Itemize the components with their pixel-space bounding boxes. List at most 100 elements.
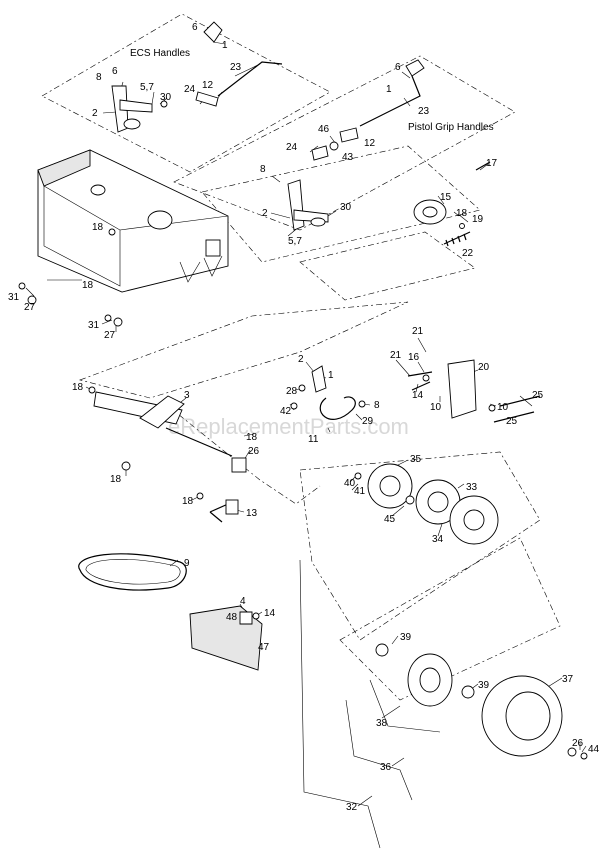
idler-spring-coil <box>443 231 471 247</box>
callout-label: 6 <box>112 66 118 77</box>
callout-label: 8 <box>374 400 380 411</box>
control-pivot-box <box>201 145 481 263</box>
carriage-bolt-lower <box>493 411 535 423</box>
callout-label: 24 <box>286 142 298 153</box>
bell-crank-arm <box>311 365 327 393</box>
pistol-rod-connector <box>311 145 329 161</box>
callout-label: 25 <box>506 416 518 427</box>
callout-label: 6 <box>192 22 198 33</box>
crank-pin <box>298 384 306 392</box>
frame-hole <box>90 184 106 196</box>
callout-label: 15 <box>440 192 452 203</box>
shift-shaft <box>165 427 233 457</box>
callout-label: 45 <box>384 514 396 525</box>
callout-label: 5,7 <box>288 236 302 247</box>
washer-27-right <box>113 317 123 327</box>
callout-label: 39 <box>478 680 490 691</box>
callout-label: 19 <box>472 214 484 225</box>
pistol-grip-latch <box>405 59 425 77</box>
callout-label: 1 <box>386 84 392 95</box>
callout-label: 36 <box>380 762 392 773</box>
wheel-washer <box>567 747 577 757</box>
pistol-grip-handles-title: Pistol Grip Handles <box>408 122 494 133</box>
callout-label: 23 <box>418 106 430 117</box>
pistol-grip-box <box>173 55 516 231</box>
callout-label: 34 <box>432 534 444 545</box>
callout-label: 1 <box>328 370 334 381</box>
frame-side-panel <box>43 185 121 287</box>
callout-label: 18 <box>456 208 468 219</box>
shift-lever-plate <box>139 395 185 429</box>
callout-label: 21 <box>390 350 402 361</box>
callout-label: 18 <box>92 222 104 233</box>
axle-line <box>299 559 381 849</box>
callout-label: 12 <box>364 138 376 149</box>
pistol-pivot-bushing <box>310 217 326 227</box>
hub-bearing-39b <box>461 685 475 699</box>
callout-label: 9 <box>184 558 190 569</box>
frame-large-hole <box>147 210 173 230</box>
drive-pulleys <box>354 463 499 545</box>
callout-label: 12 <box>202 80 214 91</box>
callout-label: 25 <box>532 390 544 401</box>
callout-label: 32 <box>346 802 358 813</box>
callout-label: 18 <box>72 382 84 393</box>
callout-label: 33 <box>466 482 478 493</box>
wheel-assembly <box>375 643 588 760</box>
callout-label: 18 <box>82 280 94 291</box>
callout-label: 1 <box>222 40 228 51</box>
callout-label: 6 <box>395 62 401 73</box>
frame-slots <box>179 255 223 283</box>
callout-label: 26 <box>572 738 584 749</box>
callout-label: 20 <box>478 362 490 373</box>
frame-tab <box>205 239 221 257</box>
tire-rim <box>505 691 551 741</box>
callout-label: 37 <box>562 674 574 685</box>
pistol-bracket <box>287 179 305 231</box>
cable-nut <box>358 400 366 408</box>
callout-label: 23 <box>230 62 242 73</box>
guard-bolt <box>252 612 260 620</box>
bell-crank <box>290 365 366 420</box>
lower-washer <box>196 492 204 500</box>
callout-label: 16 <box>408 352 420 363</box>
bolt-31-left <box>18 282 26 290</box>
control-rods <box>407 371 433 391</box>
axle-line-38 <box>369 679 441 733</box>
shift-nut <box>121 461 131 471</box>
bolt-washer <box>488 404 496 412</box>
callout-label: 14 <box>412 390 424 401</box>
crank-washer <box>290 402 298 410</box>
callout-label: 18 <box>246 432 258 443</box>
idler-spring <box>475 161 491 171</box>
control-bracket <box>407 359 541 423</box>
callout-label: 29 <box>362 416 374 427</box>
callout-label: 3 <box>184 390 190 401</box>
control-plate <box>447 359 477 419</box>
shift-bushing <box>231 457 247 473</box>
callout-label: 40 <box>344 478 356 489</box>
callout-label: 31 <box>8 292 20 303</box>
washer-27-left <box>27 295 37 305</box>
callout-label: 35 <box>410 454 422 465</box>
shift-washer <box>88 386 96 394</box>
pistol-grip-rod <box>359 75 421 127</box>
control-nut <box>422 374 430 382</box>
callout-label: 2 <box>298 354 304 365</box>
callout-label: 8 <box>260 164 266 175</box>
callout-label: 41 <box>354 486 366 497</box>
ecs-pivot-bushing <box>123 118 141 130</box>
ecs-handles-box <box>41 13 331 173</box>
callout-label: 28 <box>286 386 298 397</box>
group-boundaries <box>41 13 561 701</box>
callout-label: 47 <box>258 642 270 653</box>
callout-label: 4 <box>240 596 246 607</box>
ecs-rod <box>217 61 283 97</box>
idler-assembly <box>413 199 471 247</box>
callout-label: 22 <box>462 248 474 259</box>
callout-label: 24 <box>184 84 196 95</box>
callout-label: 8 <box>96 72 102 83</box>
pulley-33-front-hub <box>427 491 449 513</box>
ecs-rod-connector <box>195 91 219 107</box>
